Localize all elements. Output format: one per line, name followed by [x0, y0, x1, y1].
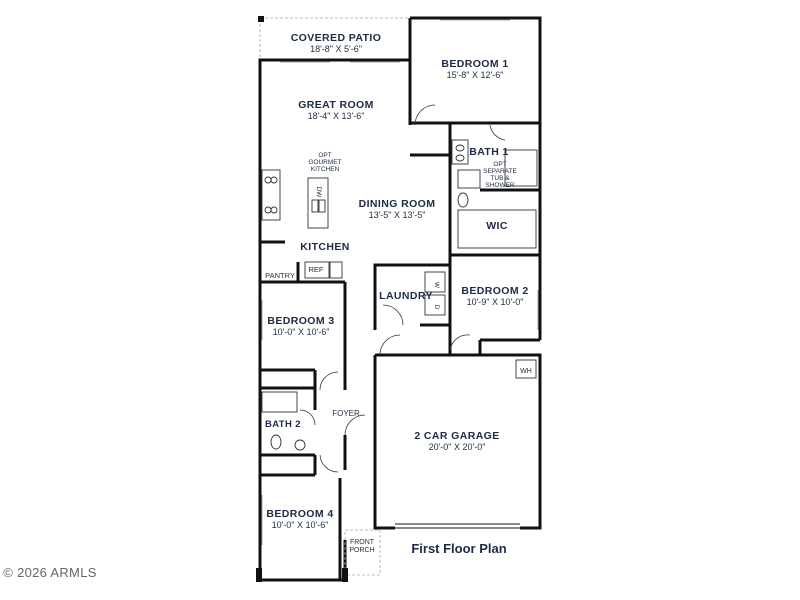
bedroom-4-name: BEDROOM 4 [266, 508, 333, 520]
bedroom-1-dims: 15'-8" X 12'-6" [447, 70, 504, 80]
covered-patio-name: COVERED PATIO [291, 32, 382, 44]
separate-tub-note-line3: TUB & [490, 175, 510, 182]
bedroom-3-dims: 10'-0" X 10'-6" [273, 327, 330, 337]
windows [261, 19, 539, 545]
bedroom-1-name: BEDROOM 1 [441, 58, 508, 70]
bathtub [261, 391, 298, 413]
refrigerator-label: REF [309, 265, 324, 274]
front-porch-name-line1: FRONT [350, 539, 375, 546]
front-porch-outline [344, 529, 381, 576]
plan-title: First Floor Plan [411, 541, 506, 556]
kitchen-fixtures [261, 169, 343, 279]
separate-tub-note-line2: SEPARATE [483, 168, 517, 175]
dryer-label: D [433, 305, 440, 310]
great-room-dims: 18'-4" X 13'-6" [308, 111, 365, 121]
dining-room-name: DINING ROOM [359, 198, 436, 210]
great-room-name: GREAT ROOM [298, 99, 374, 111]
bedroom-2-dims: 10'-9" X 10'-0" [467, 297, 524, 307]
gourmet-note-line1: OPT [318, 152, 331, 159]
bath-1-name: BATH 1 [469, 146, 509, 158]
room-labels: COVERED PATIO 18'-8" X 5'-6" BEDROOM 1 1… [265, 32, 532, 554]
doors [299, 104, 506, 473]
copyright-watermark: © 2026 ARMLS [3, 565, 96, 580]
washer-label: W [433, 282, 440, 289]
laundry-name: LAUNDRY [379, 290, 433, 302]
water-heater-label: WH [520, 368, 532, 375]
garage-name: 2 CAR GARAGE [414, 430, 499, 442]
front-porch-name-line2: PORCH [349, 547, 374, 554]
bedroom-4-dims: 10'-0" X 10'-6" [272, 520, 329, 530]
bedroom-3-name: BEDROOM 3 [267, 315, 334, 327]
water-heater [515, 359, 537, 379]
bath-2-fixtures [261, 391, 306, 451]
separate-tub-note-line4: SHOWER [485, 182, 515, 189]
dishwasher-label: DW [315, 187, 322, 199]
bath-1-fixtures [451, 139, 538, 249]
dryer [424, 294, 446, 316]
covered-patio-dims: 18'-8" X 5'-6" [310, 44, 362, 54]
wic-shelving [457, 209, 537, 249]
bath-2-name: BATH 2 [265, 419, 301, 430]
foyer-name: FOYER [332, 409, 360, 418]
kitchen-name: KITCHEN [300, 241, 349, 253]
separate-tub-note-line1: OPT [493, 161, 506, 168]
gourmet-note-line2: GOURMET [308, 159, 341, 166]
garage-dims: 20'-0" X 20'-0" [429, 442, 486, 452]
pantry-name: PANTRY [265, 271, 295, 280]
bedroom-2-name: BEDROOM 2 [461, 285, 528, 297]
gourmet-note-line3: KITCHEN [311, 166, 340, 173]
dining-room-dims: 13'-5" X 13'-5" [369, 210, 426, 220]
wic-name: WIC [486, 220, 508, 232]
interior-walls [260, 18, 540, 580]
refrigerator [304, 261, 330, 279]
laundry-fixtures [424, 271, 446, 316]
washer [424, 271, 446, 293]
